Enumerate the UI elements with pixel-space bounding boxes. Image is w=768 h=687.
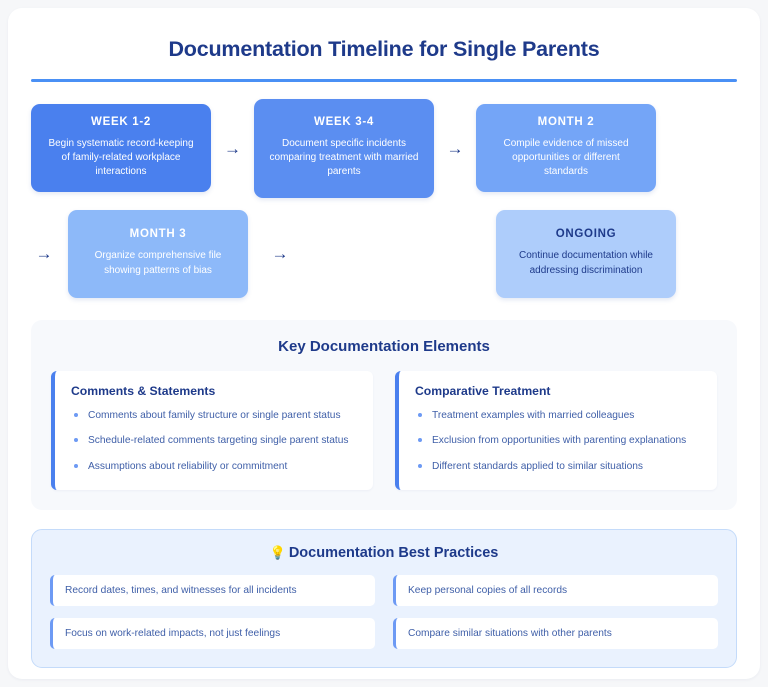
best-practice-item: Compare similar situations with other pa… bbox=[393, 618, 718, 650]
page-title: Documentation Timeline for Single Parent… bbox=[168, 37, 600, 61]
timeline-card-month-2[interactable]: MONTH 2 Compile evidence of missed oppor… bbox=[476, 103, 656, 193]
timeline-card-description: Begin systematic record-keeping of famil… bbox=[48, 137, 194, 178]
best-practice-item: Keep personal copies of all records bbox=[393, 574, 718, 607]
timeline-section: WEEK 1-2 Begin systematic record-keeping… bbox=[8, 82, 760, 298]
timeline-card-label: ONGOING bbox=[555, 228, 617, 241]
key-elements-title: Key Documentation Elements bbox=[278, 337, 490, 355]
timeline-card-ongoing[interactable]: ONGOING Continue documentation while add… bbox=[496, 209, 676, 298]
list-item-text: Schedule-related comments targeting sing… bbox=[88, 435, 349, 447]
bullet-icon bbox=[74, 438, 78, 443]
title-underline bbox=[31, 79, 737, 82]
list-item-text: Treatment examples with married colleagu… bbox=[432, 409, 635, 421]
key-card-comparative-treatment: Comparative Treatment Treatment examples… bbox=[395, 370, 717, 490]
key-card-title: Comparative Treatment bbox=[415, 383, 551, 398]
timeline-card-week-3-4[interactable]: WEEK 3-4 Document specific incidents com… bbox=[254, 98, 434, 198]
timeline-card-month-3[interactable]: MONTH 3 Organize comprehensive file show… bbox=[68, 209, 248, 298]
best-practices-panel: 💡Documentation Best Practices Record dat… bbox=[31, 528, 737, 669]
arrow-right-icon: → bbox=[35, 244, 53, 263]
timeline-card-label: MONTH 2 bbox=[537, 115, 595, 128]
list-item: Comments about family structure or singl… bbox=[71, 409, 359, 423]
list-item: Schedule-related comments targeting sing… bbox=[71, 434, 359, 448]
timeline-card-description: Continue documentation while addressing … bbox=[519, 250, 653, 276]
timeline-card-week-1-2[interactable]: WEEK 1-2 Begin systematic record-keeping… bbox=[31, 103, 211, 193]
list-item: Assumptions about reliability or commitm… bbox=[71, 460, 359, 474]
bullet-icon bbox=[418, 412, 422, 417]
best-practice-item: Focus on work-related impacts, not just … bbox=[50, 618, 375, 650]
arrow-right-icon: → bbox=[446, 138, 464, 158]
best-practices-title-text: Documentation Best Practices bbox=[288, 544, 499, 561]
timeline-card-label: MONTH 3 bbox=[129, 228, 187, 241]
arrow-right-icon: → bbox=[224, 138, 241, 158]
key-card-list: Treatment examples with married colleagu… bbox=[415, 409, 703, 474]
bullet-icon bbox=[74, 464, 78, 469]
timeline-card-description: Organize comprehensive file showing patt… bbox=[94, 250, 222, 276]
key-elements-panel: Key Documentation Elements Comments & St… bbox=[31, 319, 737, 510]
list-item-text: Assumptions about reliability or commitm… bbox=[88, 461, 288, 473]
key-elements-columns: Comments & Statements Comments about fam… bbox=[51, 370, 717, 490]
key-card-title: Comments & Statements bbox=[71, 383, 216, 398]
list-item-text: Different standards applied to similar s… bbox=[432, 461, 644, 473]
bullet-icon bbox=[418, 438, 422, 443]
best-practices-grid: Record dates, times, and witnesses for a… bbox=[50, 574, 718, 650]
key-card-list: Comments about family structure or singl… bbox=[71, 409, 359, 474]
lightbulb-icon: 💡 bbox=[269, 544, 286, 560]
list-item: Exclusion from opportunities with parent… bbox=[415, 434, 703, 448]
timeline-card-description: Document specific incidents comparing tr… bbox=[269, 137, 419, 178]
best-practices-title: 💡Documentation Best Practices bbox=[50, 545, 718, 561]
list-item-text: Exclusion from opportunities with parent… bbox=[432, 435, 687, 447]
timeline-row-2: → MONTH 3 Organize comprehensive file sh… bbox=[31, 209, 737, 298]
timeline-card-label: WEEK 1-2 bbox=[91, 115, 151, 128]
infographic-page: Documentation Timeline for Single Parent… bbox=[8, 8, 760, 679]
timeline-card-description: Compile evidence of missed opportunities… bbox=[503, 137, 629, 178]
key-card-comments-statements: Comments & Statements Comments about fam… bbox=[51, 370, 373, 490]
best-practice-item: Record dates, times, and witnesses for a… bbox=[50, 574, 375, 607]
bullet-icon bbox=[74, 412, 78, 417]
timeline-card-label: WEEK 3-4 bbox=[314, 115, 374, 128]
timeline-row-1: WEEK 1-2 Begin systematic record-keeping… bbox=[31, 98, 737, 198]
list-item: Treatment examples with married colleagu… bbox=[415, 409, 703, 423]
bullet-icon bbox=[418, 464, 422, 469]
list-item: Different standards applied to similar s… bbox=[415, 460, 703, 474]
list-item-text: Comments about family structure or singl… bbox=[88, 409, 341, 421]
arrow-right-icon: → bbox=[271, 244, 289, 263]
